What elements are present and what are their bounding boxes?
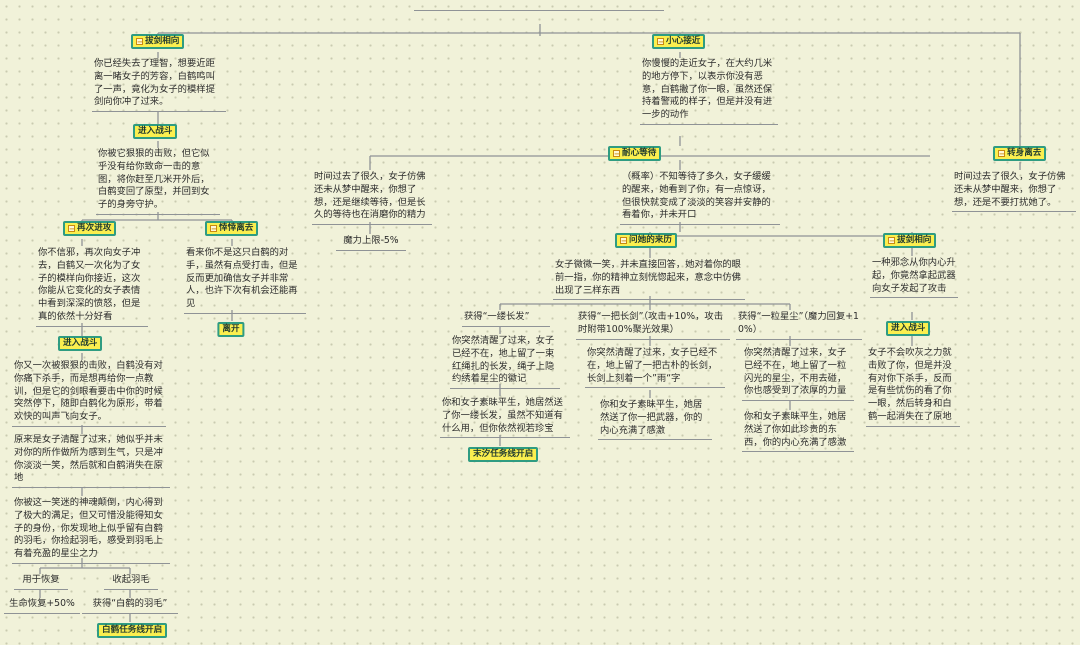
option-get-hair[interactable]: 获得“一缕长发” [462, 311, 550, 327]
sword-text-2: 你和女子素昧平生，她居然送了你一把武器，你的内心充满了感激 [598, 399, 712, 441]
expand-toggle-icon[interactable]: − [210, 225, 217, 233]
magic-down: 魔力上限-5% [336, 235, 406, 251]
battle-2-text: 你又一次被狠狠的击败，白鹤没有对你痛下杀手，而是想再给你一点教训，但是它的剑眼看… [12, 360, 166, 427]
hair-text: 你突然清醒了过来，女子已经不在，地上留了一束红绳扎的长发，绳子上隐约绣着星尘的徽… [450, 335, 560, 390]
option-turn-away[interactable]: −转身离去 [993, 146, 1047, 161]
stardust-text: 你突然清醒了过来，女子已经不在，地上留了一粒闪光的星尘，不用去碰，你也感受到了浓… [742, 347, 854, 402]
stardust-text-2: 你和女子素昧平生，她居然送了你如此珍贵的东西，你的内心充满了感激 [742, 411, 854, 453]
expand-toggle-icon[interactable]: − [620, 237, 627, 245]
expand-toggle-icon[interactable]: − [68, 225, 75, 233]
option-collect-feather[interactable]: 收起羽毛 [104, 574, 158, 590]
option-get-stardust[interactable]: 获得“一粒星尘”（魔力回复+10%） [736, 311, 862, 340]
expand-toggle-icon[interactable]: − [888, 237, 895, 245]
root-node [414, 8, 664, 11]
draw-sword-text: 你已经失去了理智，想要近距离一睹女子的芳容，白鹤鸣叫了一声，竟化为女子的模样提剑… [92, 58, 226, 113]
expand-toggle-icon[interactable]: − [657, 38, 664, 46]
option-leave[interactable]: 离开 [217, 322, 245, 337]
expand-toggle-icon[interactable]: − [613, 150, 620, 158]
option-draw-sword[interactable]: −拔剑相向 [131, 34, 185, 49]
ask-origin-text: 女子微微一笑，并未直接回答，她对着你的眼前一指，你的精神立刻恍惚起来，意念中仿佛… [553, 259, 745, 301]
option-retry-attack[interactable]: −再次进攻 [63, 221, 117, 236]
battle-3-text: 女子不会吹灰之力就击败了你，但是并没有对你下杀手，反而是有些忧伤的看了你一眼，然… [866, 347, 960, 427]
wait-wake-text: （概率）不知等待了多久，女子缓缓的醒来，她看到了你，有一点惊讶，但很快就变成了淡… [620, 171, 780, 226]
sword-text: 你突然清醒了过来，女子已经不在，地上留了一把古朴的长剑，长剑上刻着一个”雨“字 [585, 347, 725, 389]
option-enter-battle-3[interactable]: 进入战斗 [886, 321, 931, 336]
battle-1-text: 你被它狠狠的击败，但它似乎没有给你致命一击的意图，将你赶至几米开外后，白鹤变回了… [96, 148, 220, 215]
option-wait[interactable]: −耐心等待 [608, 146, 662, 161]
option-draw-sword-2[interactable]: −拔剑相向 [883, 233, 937, 248]
leave-sadly-text: 看来你不是这只白鹤的对手，虽然有点受打击，但是反而更加确信女子并非常人，也许下次… [184, 247, 306, 314]
expand-toggle-icon[interactable]: − [136, 38, 143, 46]
option-enter-battle-1[interactable]: 进入战斗 [133, 124, 178, 139]
turn-away-text: 时间过去了很久，女子仿佛还未从梦中醒来，你想了想，还是不要打扰她了。 [952, 171, 1076, 213]
option-use-recover[interactable]: 用于恢复 [14, 574, 68, 590]
crane-quest-badge[interactable]: 白鹤任务线开启 [97, 623, 168, 638]
get-feather: 获得“白鹤的羽毛” [82, 598, 178, 614]
retry-text: 你不信邪，再次向女子冲去，白鹤又一次化为了女子的模样向你接近，这次你能从它变化的… [36, 247, 148, 327]
feather-text: 你被这一笑迷的神魂颠倒，内心得到了极大的满足，但又可惜没能得知女子的身份，你发现… [12, 497, 170, 564]
moonsand-quest-badge[interactable]: 末汐任务线开启 [468, 447, 539, 462]
expand-toggle-icon[interactable]: − [998, 150, 1005, 158]
draw-sword-2-text: 一种邪念从你内心升起，你竟然拿起武器向女子发起了攻击 [870, 257, 958, 299]
wait-long-text: 时间过去了很久，女子仿佛还未从梦中醒来，你想了想，还是继续等待，但是长久的等待也… [312, 171, 432, 226]
hair-text-2: 你和女子素昧平生，她居然送了你一缕长发，虽然不知道有什么用，但你依然视若珍宝 [440, 397, 570, 439]
option-approach[interactable]: −小心接近 [652, 34, 706, 49]
option-leave-sadly[interactable]: −悻悻离去 [205, 221, 259, 236]
approach-text: 你慢慢的走近女子，在大约几米的地方停下，以表示你没有恶意，白鹤撇了你一眼，虽然还… [640, 58, 778, 125]
recover-value: 生命恢复+50% [4, 598, 80, 614]
woman-wakes-text: 原来是女子清醒了过来，她似乎并未对你的所作做所为感到生气，只是冲你淡淡一笑，然后… [12, 434, 170, 489]
option-enter-battle-2[interactable]: 进入战斗 [58, 336, 103, 351]
option-get-sword[interactable]: 获得“一把长剑”（攻击+10%，攻击时附带100%聚光效果） [576, 311, 730, 340]
option-ask-origin[interactable]: −问她的来历 [615, 233, 677, 248]
